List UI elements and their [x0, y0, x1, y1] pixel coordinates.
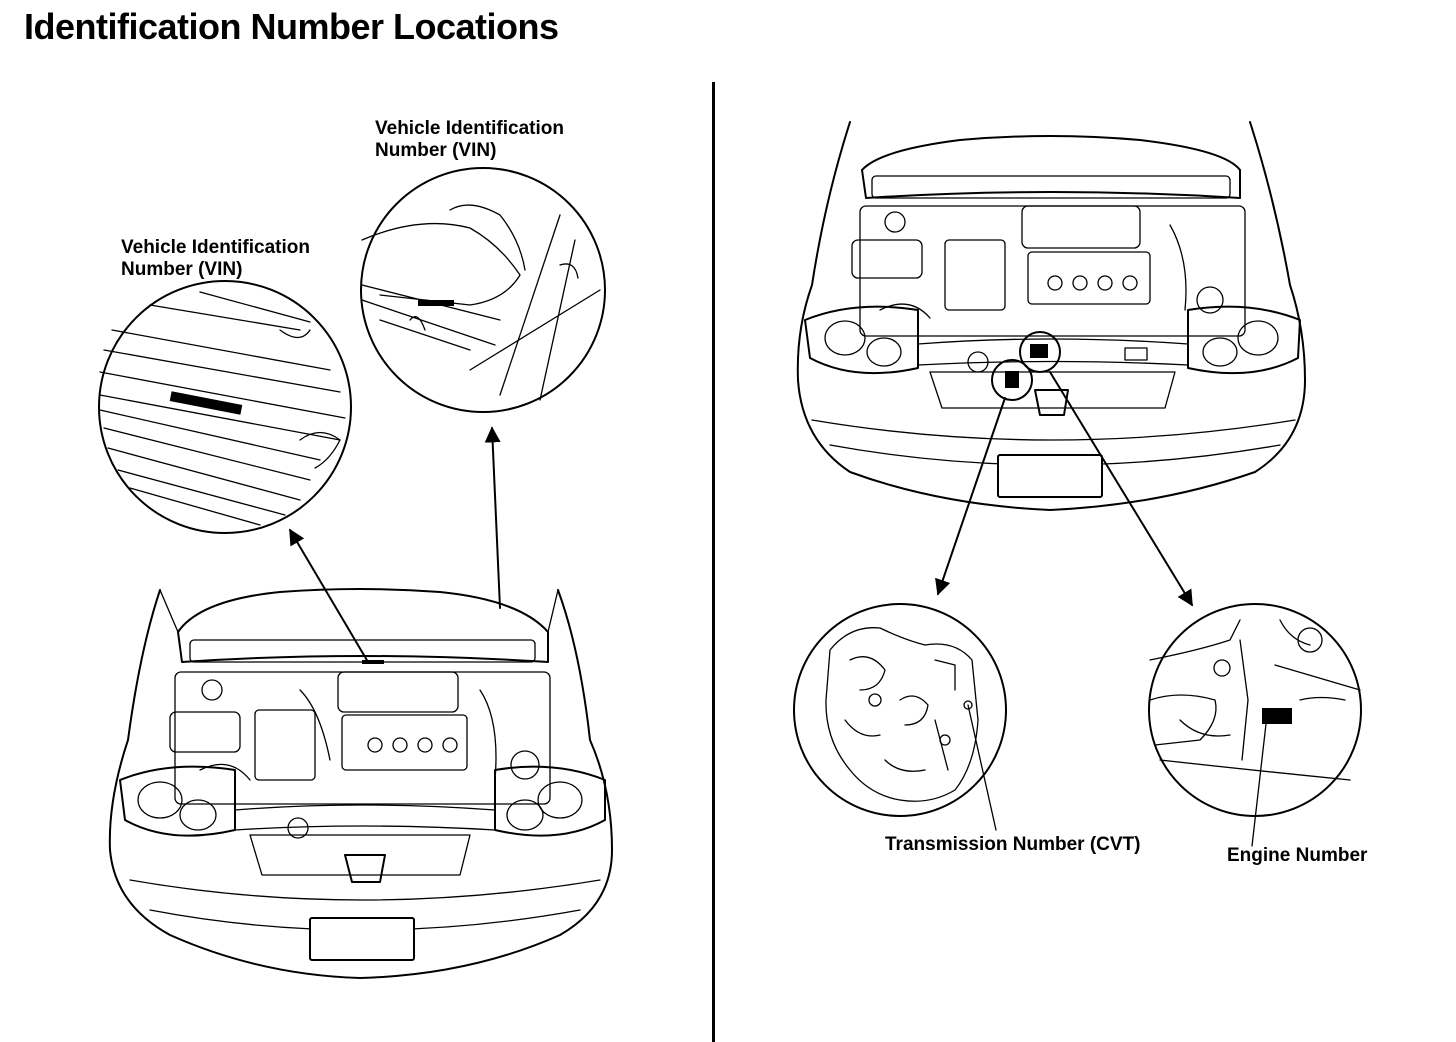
page-title: Identification Number Locations — [24, 6, 559, 47]
right-car-illustration — [796, 121, 1306, 511]
transmission-detail-circle — [793, 603, 1007, 831]
vin-dash-detail-circle — [98, 280, 352, 534]
engine-number-callout: Engine Number — [1227, 845, 1368, 866]
engine-arrow — [1049, 371, 1193, 607]
engine-detail-circle — [1148, 603, 1362, 847]
transmission-arrow — [935, 397, 1006, 596]
vin-windshield-callout-line2: Number (VIN) — [375, 140, 497, 161]
vin-windshield-callout: Vehicle Identification Number (VIN) — [375, 118, 564, 162]
left-car-illustration — [108, 588, 613, 979]
vin-windshield-detail-circle — [360, 167, 606, 413]
vin-windshield-callout-line1: Vehicle Identification — [375, 118, 564, 139]
vin-dash-arrow — [289, 528, 369, 663]
vin-dash-callout-line1: Vehicle Identification — [121, 237, 310, 258]
vin-windshield-arrow — [484, 426, 501, 609]
vin-dash-callout: Vehicle Identification Number (VIN) — [121, 237, 310, 281]
panel-divider — [712, 82, 715, 1042]
vin-dash-callout-line2: Number (VIN) — [121, 259, 243, 280]
transmission-number-callout: Transmission Number (CVT) — [885, 834, 1141, 855]
